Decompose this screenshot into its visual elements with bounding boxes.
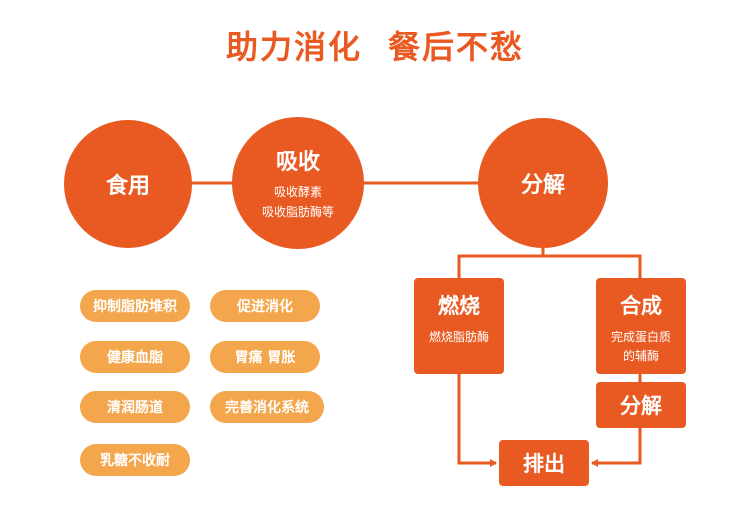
circle-absorb-sub-1: 吸收酵素 — [273, 185, 322, 199]
benefit-pill: 胃痛 胃胀 — [210, 341, 320, 373]
connector-branch — [457, 254, 642, 280]
box-burn-sub: 燃烧脂肪酶 — [428, 330, 489, 344]
box-synth-sub-1: 完成蛋白质 — [610, 330, 671, 344]
circle-absorb: 吸收 吸收酵素 吸收脂肪酶等 — [232, 117, 364, 249]
box-excrete: 排出 — [499, 440, 589, 486]
circle-absorb-label: 吸收 — [275, 150, 320, 175]
benefit-pill: 乳糖不收耐 — [80, 444, 190, 476]
connector-burn-excrete — [457, 374, 497, 467]
circle-eat: 食用 — [64, 120, 192, 248]
circle-decompose: 分解 — [478, 118, 608, 248]
box-synth-label: 合成 — [620, 294, 662, 318]
circle-eat-label: 食用 — [105, 174, 150, 199]
benefit-pill: 健康血脂 — [80, 341, 190, 373]
box-decompose2-label: 分解 — [620, 394, 662, 418]
box-burn: 燃烧 燃烧脂肪酶 — [414, 278, 504, 374]
circle-absorb-sub-2: 吸收脂肪酶等 — [261, 205, 334, 219]
connector-decompose2-excrete — [591, 428, 642, 467]
box-synth-sub-2: 的辅酶 — [622, 349, 659, 363]
benefit-pill: 完善消化系统 — [210, 391, 324, 423]
circle-decompose-label: 分解 — [520, 173, 565, 198]
box-decompose2: 分解 — [596, 382, 686, 428]
box-burn-label: 燃烧 — [438, 294, 480, 318]
benefit-pill: 抑制脂肪堆积 — [80, 290, 190, 322]
title-part-1: 助力消化 — [225, 28, 362, 66]
box-excrete-label: 排出 — [523, 452, 565, 476]
page-title: 助力消化餐后不愁 — [0, 22, 750, 68]
benefit-pill: 清润肠道 — [80, 391, 190, 423]
title-part-2: 餐后不愁 — [388, 28, 525, 66]
benefit-pill: 促进消化 — [210, 290, 320, 322]
box-synth: 合成 完成蛋白质 的辅酶 — [596, 278, 686, 374]
